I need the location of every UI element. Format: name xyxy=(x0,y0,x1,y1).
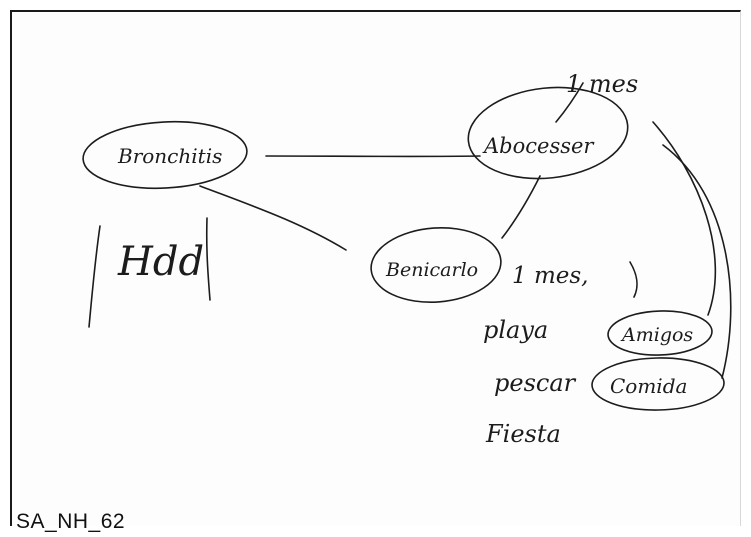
edge-abocesser-amigos xyxy=(652,121,717,316)
node-benicarlo-label: Benicarlo xyxy=(385,259,478,281)
scribble-left: Hdd xyxy=(88,217,211,328)
note-activity-pescar: pescar xyxy=(494,369,577,397)
edge-abocesser-benicarlo xyxy=(501,175,541,239)
edge-abocesser-comida xyxy=(662,144,732,379)
node-abocesser-ellipse xyxy=(467,86,629,180)
node-benicarlo-ellipse xyxy=(370,227,502,303)
note-activity-fiesta: Fiesta xyxy=(485,420,561,448)
note-benicarlo-duration: 1 mes, xyxy=(512,263,588,289)
node-comida-label: Comida xyxy=(610,374,687,398)
node-amigos-ellipse xyxy=(607,310,713,356)
node-bronchitis: Bronchitis xyxy=(82,120,248,190)
node-benicarlo: Benicarlo xyxy=(370,227,502,303)
note-activity-playa: playa xyxy=(483,316,548,344)
node-bronchitis-label: Bronchitis xyxy=(117,144,222,168)
node-bronchitis-ellipse xyxy=(82,120,248,190)
paper-sheet xyxy=(10,10,741,526)
edge-benicarlo-bronchitis xyxy=(199,185,347,251)
note-abocesser-duration: 1 mes xyxy=(566,70,638,98)
scribble-bracket-left xyxy=(88,225,101,328)
edge-duration-abocesser xyxy=(555,82,584,123)
node-comida: Comida xyxy=(591,357,725,411)
node-amigos: Amigos xyxy=(607,310,713,356)
scribble-bracket-right xyxy=(205,217,211,301)
node-comida-ellipse xyxy=(591,357,725,411)
document-code-label: SA_NH_62 xyxy=(16,510,126,533)
node-amigos-label: Amigos xyxy=(620,324,693,346)
scribble-text: Hdd xyxy=(117,239,204,285)
node-abocesser: Abocesser xyxy=(467,86,629,180)
node-abocesser-label: Abocesser xyxy=(482,134,595,158)
edge-note-amigos xyxy=(629,261,638,298)
